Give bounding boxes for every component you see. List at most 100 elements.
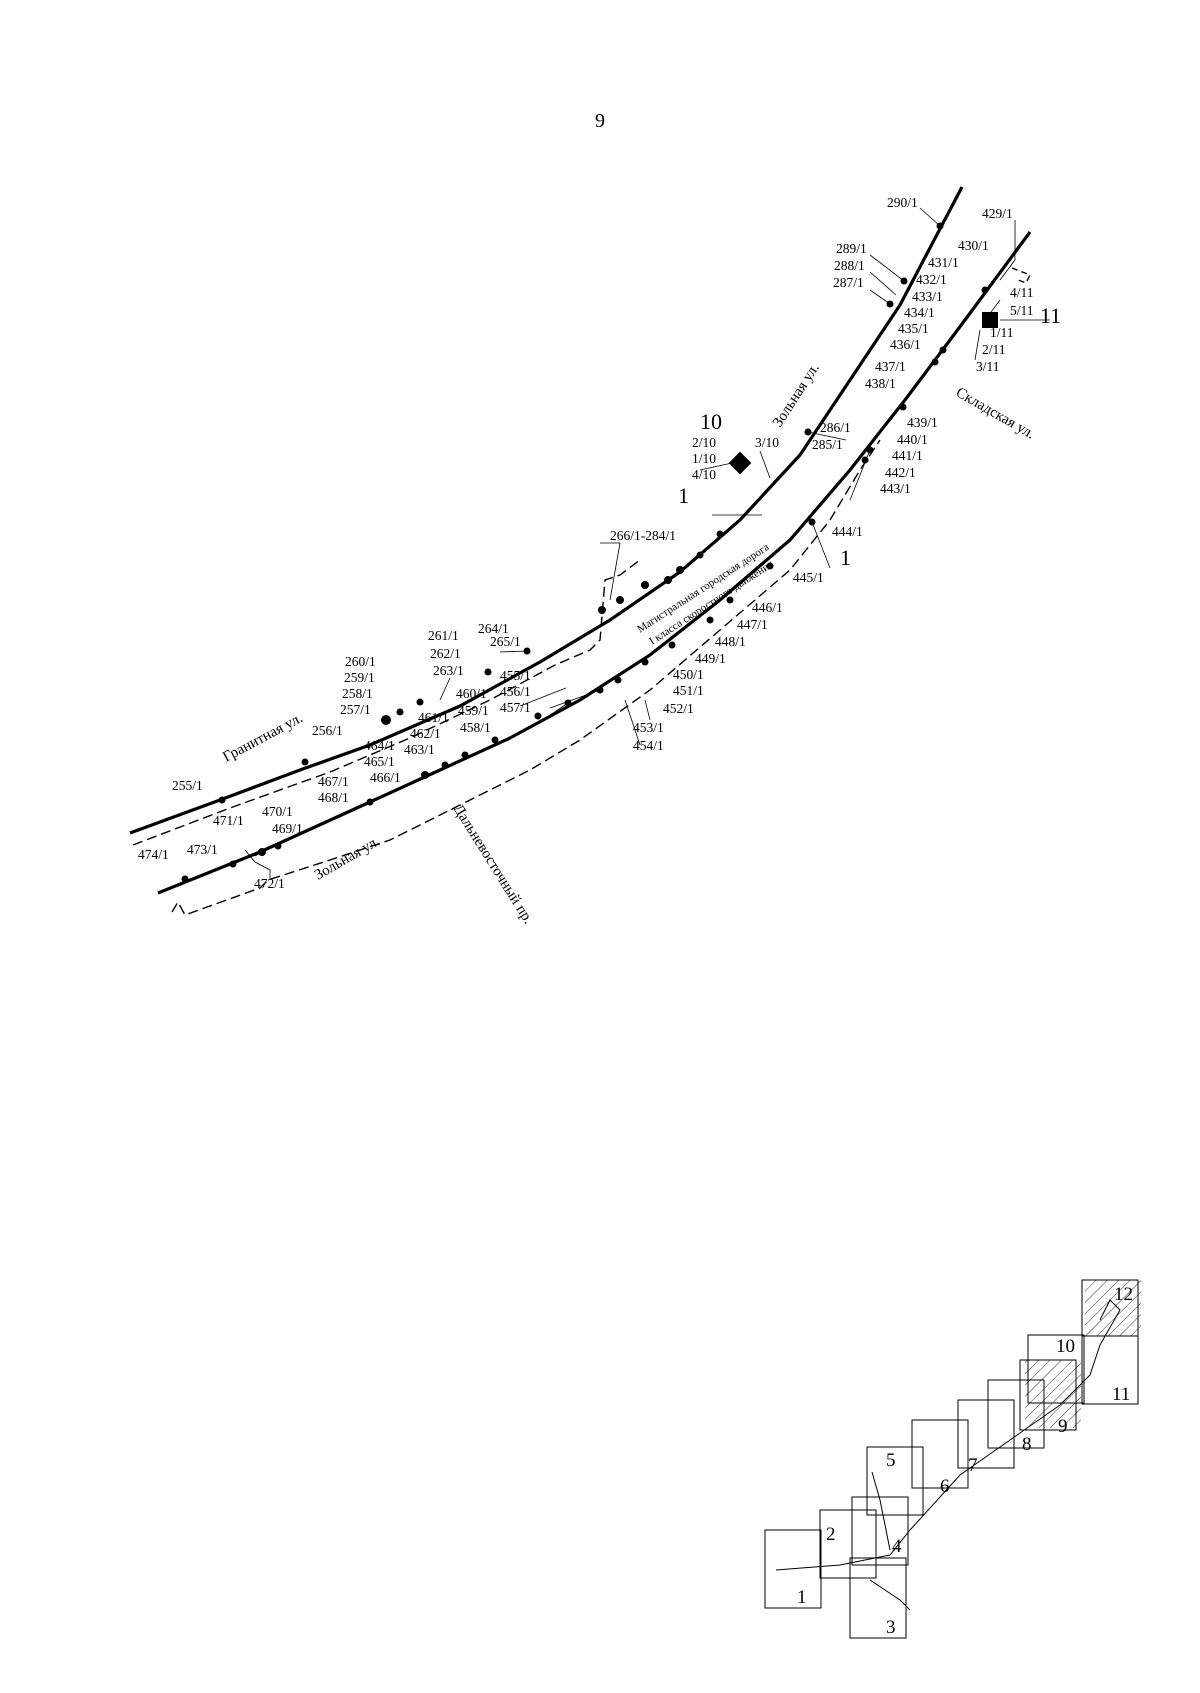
node-label: 258/1 xyxy=(342,686,373,701)
node xyxy=(441,761,449,769)
block-11-number: 11 xyxy=(1040,303,1061,328)
node-label: 262/1 xyxy=(430,646,461,661)
node-label: 452/1 xyxy=(663,701,694,716)
node-label: 465/1 xyxy=(364,754,395,769)
node xyxy=(668,641,676,649)
node-label: 263/1 xyxy=(433,663,464,678)
page-number: 9 xyxy=(595,110,605,132)
node xyxy=(981,286,989,294)
upper-labels: 290/1 289/1 288/1 287/1 286/1 285/1 2/10… xyxy=(172,195,918,793)
upper-line-number: 1 xyxy=(678,483,689,508)
node xyxy=(616,596,624,604)
node-label: 468/1 xyxy=(318,790,349,805)
node-label: 433/1 xyxy=(912,289,943,304)
node-label: 443/1 xyxy=(880,481,911,496)
node-label: 456/1 xyxy=(500,684,531,699)
node xyxy=(696,551,704,559)
node xyxy=(484,668,492,676)
node-label: 459/1 xyxy=(458,703,489,718)
sheet-3 xyxy=(849,1557,907,1639)
node xyxy=(396,708,404,716)
node-label: 256/1 xyxy=(312,723,343,738)
node-label: 2/10 xyxy=(692,435,716,450)
leader-lines xyxy=(244,207,1050,880)
node-label: 435/1 xyxy=(898,321,929,336)
node xyxy=(641,581,649,589)
node-label: 429/1 xyxy=(982,206,1013,221)
node-label: 449/1 xyxy=(695,651,726,666)
node-label: 264/1 xyxy=(478,621,509,636)
node-label: 446/1 xyxy=(752,600,783,615)
node-label: 467/1 xyxy=(318,774,349,789)
node xyxy=(421,771,429,779)
node xyxy=(301,758,309,766)
svg-text:4: 4 xyxy=(892,1536,902,1557)
node-label: 458/1 xyxy=(460,720,491,735)
street-skladskaya: Складская ул. xyxy=(953,385,1037,443)
node-label: 448/1 xyxy=(715,634,746,649)
node-label: 257/1 xyxy=(340,702,371,717)
node-label: 441/1 xyxy=(892,448,923,463)
sheet-2 xyxy=(819,1509,877,1579)
node-label: 285/1 xyxy=(812,437,843,452)
svg-text:11: 11 xyxy=(1112,1384,1130,1405)
block-11-symbol xyxy=(982,312,998,328)
node-label: 3/11 xyxy=(976,359,1000,374)
node-label: 466/1 xyxy=(370,770,401,785)
node-label: 463/1 xyxy=(404,742,435,757)
sheet-7 xyxy=(957,1399,1015,1469)
node-label: 440/1 xyxy=(897,432,928,447)
node-label: 461/1 xyxy=(418,710,449,725)
sheet-1 xyxy=(764,1529,822,1609)
node-label: 439/1 xyxy=(907,415,938,430)
node-label: 287/1 xyxy=(833,275,864,290)
sheet-10 xyxy=(1027,1334,1085,1404)
sheet-4 xyxy=(851,1496,909,1566)
lower-line-number: 1 xyxy=(840,545,851,570)
node-label: 437/1 xyxy=(875,359,906,374)
node xyxy=(381,715,391,725)
node-label: 453/1 xyxy=(633,720,664,735)
node-label: 471/1 xyxy=(213,813,244,828)
svg-text:8: 8 xyxy=(1022,1434,1032,1455)
node-label: 436/1 xyxy=(890,337,921,352)
node-label: 286/1 xyxy=(820,420,851,435)
node-label: 474/1 xyxy=(138,847,169,862)
key-map xyxy=(764,1279,1141,1639)
node-label: 434/1 xyxy=(904,305,935,320)
svg-text:6: 6 xyxy=(940,1476,950,1497)
node-label: 472/1 xyxy=(254,876,285,891)
node xyxy=(706,616,714,624)
node xyxy=(614,676,622,684)
node xyxy=(641,658,649,666)
node-label: 260/1 xyxy=(345,654,376,669)
node-label: 470/1 xyxy=(262,804,293,819)
street-dalnevostochny: Дальневосточный пр. xyxy=(450,802,537,927)
node xyxy=(726,596,734,604)
svg-text:9: 9 xyxy=(1058,1416,1068,1437)
node-label: 259/1 xyxy=(344,670,375,685)
node xyxy=(716,530,724,538)
svg-text:10: 10 xyxy=(1056,1336,1075,1357)
node-label: 5/11 xyxy=(1010,303,1034,318)
node-label: 290/1 xyxy=(887,195,918,210)
node-label: 469/1 xyxy=(272,821,303,836)
node xyxy=(416,698,424,706)
sheet-11 xyxy=(1081,1335,1139,1405)
svg-text:1: 1 xyxy=(797,1587,807,1608)
lower-labels: 429/1 430/1 431/1 432/1 433/1 434/1 435/… xyxy=(138,206,1013,891)
block-11-labels: 4/11 5/11 1/11 2/11 3/11 xyxy=(976,285,1034,374)
node-label: 431/1 xyxy=(928,255,959,270)
node xyxy=(598,606,606,614)
svg-text:2: 2 xyxy=(826,1524,836,1545)
node-label: 450/1 xyxy=(673,667,704,682)
sheet-5 xyxy=(866,1446,924,1516)
street-granitnaya: Гранитная ул. xyxy=(220,710,305,765)
node-label: 430/1 xyxy=(958,238,989,253)
block-10-symbol xyxy=(728,451,752,475)
node xyxy=(229,860,237,868)
svg-text:7: 7 xyxy=(968,1455,978,1476)
svg-text:3: 3 xyxy=(886,1617,896,1638)
node xyxy=(461,751,469,759)
node-label: 444/1 xyxy=(832,524,863,539)
